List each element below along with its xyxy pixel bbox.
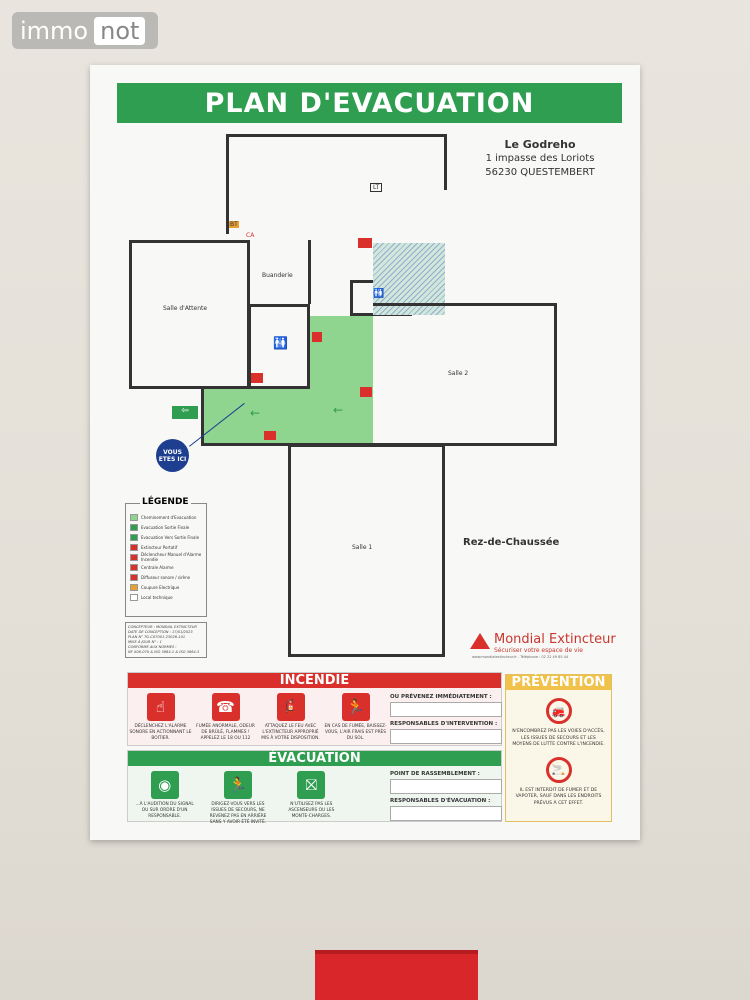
extinguisher-icon: 🧯: [276, 693, 305, 721]
legend-swatch-icon: [130, 543, 138, 551]
extinguisher-icon: [358, 238, 372, 248]
alarm-icon: [251, 373, 263, 383]
smoke-icon: 🏃: [341, 693, 370, 721]
legend-item: Extincteur Portatif: [130, 542, 202, 552]
legend-item: Coupure Electrique: [130, 582, 202, 592]
room-label: Salle 1: [352, 544, 373, 551]
legend-swatch-icon: [130, 513, 138, 521]
legend-item: Evacuation Sortie Finale: [130, 522, 202, 532]
no-obstruction-icon: 🚒: [545, 698, 572, 724]
legend-swatch-icon: [130, 523, 138, 531]
instruction-item: 🏃DIRIGEZ-VOUS VERS LES ISSUES DE SECOURS…: [206, 771, 270, 826]
you-are-here-marker: VOUS ETES ICI: [156, 439, 189, 472]
room-salle-attente: [129, 240, 250, 389]
info-line: CONFORME AUX NORMES :: [128, 645, 177, 649]
exit-icon: 🏃: [223, 771, 252, 799]
legend-swatch-icon: [130, 553, 138, 561]
arrow-left-icon: ←: [250, 406, 261, 420]
legend-swatch-icon: [130, 593, 138, 601]
legend-swatch-icon: [130, 533, 138, 541]
no-smoking-icon: 🚬: [545, 756, 572, 783]
instruction-item: 🏃EN CAS DE FUMÉE, BAISSEZ-VOUS, L'AIR FR…: [324, 693, 388, 742]
room-salle-2: [373, 303, 557, 446]
prevention-panel: PRÉVENTION 🚒 N'ENCOMBREZ PAS LES VOIES D…: [505, 674, 612, 822]
toilet-icon: 🚻: [373, 289, 385, 299]
room-label: Salle d'Attente: [162, 305, 208, 312]
alarm-central-label: CA: [246, 232, 255, 239]
legend-item: Centrale Alarme: [130, 562, 202, 572]
arrow-left-icon: ←: [333, 403, 344, 417]
phone-icon: ☎: [211, 693, 240, 721]
assembly-point-field: [390, 779, 502, 794]
legend-item: Cheminement d'Evacuation: [130, 512, 202, 522]
room-label: Salle 2: [448, 370, 469, 377]
wall: [308, 240, 311, 304]
instruction-item: 🧯ATTAQUEZ LE FEU AVEC L'EXTINCTEUR APPRO…: [259, 693, 323, 742]
legend-item: Local technique: [130, 592, 202, 602]
wall: [226, 134, 447, 137]
responsables-field: [390, 729, 502, 744]
legend-swatch-icon: [130, 573, 138, 581]
alarm-icon: [360, 387, 372, 397]
signal-icon: ◉: [150, 771, 179, 799]
alarm-button-icon: ☝: [146, 693, 175, 721]
plan-title: PLAN D'EVACUATION: [117, 83, 622, 123]
extinguisher-icon: [312, 332, 322, 342]
legend-item: Evacuation Vers Sortie Finale: [130, 532, 202, 542]
brand-logo: Mondial Extincteur Sécuriser votre espac…: [470, 632, 616, 659]
siren-icon: [264, 431, 276, 440]
instruction-item: ☝DÉCLENCHEZ L'ALARME SONORE EN ACTIONNAN…: [129, 693, 193, 742]
evacuation-path: [203, 387, 373, 443]
instruction-item: ◉...À L'AUDITION DU SIGNAL OU SUR ORDRE …: [133, 771, 197, 826]
room-wc: [248, 304, 310, 389]
info-line: NF X08-070 & ISO 3864-1 & ISO 3864-3: [128, 650, 200, 654]
floor-label: Rez-de-Chaussée: [463, 537, 560, 548]
wall: [226, 134, 229, 234]
legend-item: Diffuseur sonore / sirène: [130, 572, 202, 582]
exit-sign-icon: ⇦: [172, 406, 198, 419]
info-line: CONCEPTEUR : MONDIAL EXTINCTEUR: [128, 625, 197, 629]
legend-item: Déclencheur Manuel d'Alarme Incendie: [130, 552, 202, 562]
instruction-item: ⛝N'UTILISEZ PAS LES ASCENSEURS OU LES MO…: [279, 771, 343, 826]
incendie-panel: INCENDIE ☝DÉCLENCHEZ L'ALARME SONORE EN …: [127, 672, 502, 746]
info-line: DATE DE CONCEPTION : 17/01/2023: [128, 630, 193, 634]
no-elevator-icon: ⛝: [297, 771, 326, 799]
fire-alarm-box: [315, 950, 478, 1000]
room-label: LT: [370, 183, 383, 192]
info-line: PLAN N° TG-C07001-23026-101: [128, 635, 186, 639]
toilet-icon: 🚻: [273, 336, 288, 350]
wall: [444, 134, 447, 190]
wall: [201, 387, 204, 445]
info-line: MISE À JOUR N° : 1: [128, 640, 162, 644]
electric-cutoff-label: BT: [229, 221, 239, 228]
legend-swatch-icon: [130, 563, 138, 571]
responsables-field: [390, 806, 502, 821]
legend-swatch-icon: [130, 583, 138, 591]
address: Le Godreho 1 impasse des Loriots 56230 Q…: [485, 138, 595, 178]
evacuation-panel: ÉVACUATION ◉...À L'AUDITION DU SIGNAL OU…: [127, 750, 502, 825]
instruction-item: ☎FUMÉE ANORMALE, ODEUR DE BRÛLÉ, FLAMMES…: [194, 693, 258, 742]
room-label: Buanderie: [262, 272, 293, 279]
room-salle-1: [288, 444, 445, 657]
evacuation-path: [310, 316, 373, 388]
notify-field: [390, 702, 502, 717]
legend-title: LÉGENDE: [140, 497, 191, 507]
